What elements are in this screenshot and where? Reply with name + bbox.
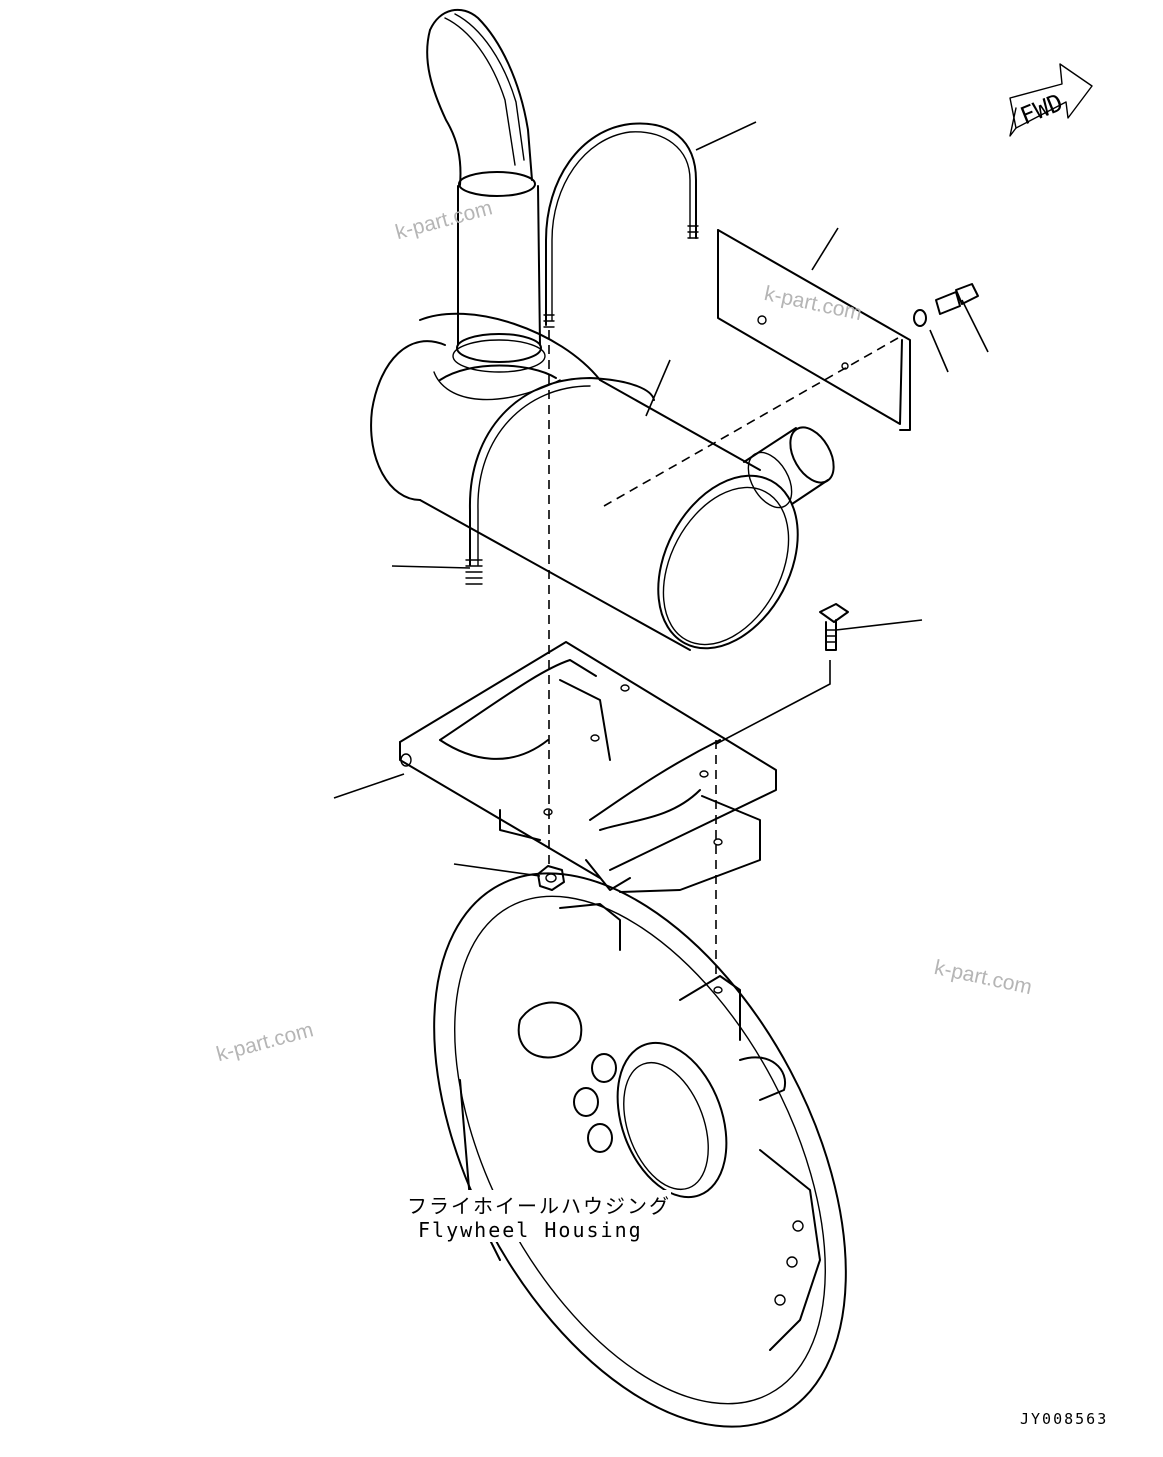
muffler-body xyxy=(370,312,835,651)
leader-lines xyxy=(333,121,989,877)
muffler-mounting-bracket xyxy=(399,641,777,893)
housing-label-japanese: フライホイールハウジング xyxy=(407,1190,671,1219)
drawing-code: JY008563 xyxy=(1020,1410,1109,1428)
flywheel-housing xyxy=(433,872,847,1428)
housing-label-english: Flywheel Housing xyxy=(418,1218,643,1242)
assembly-line-bolt-elbow xyxy=(715,660,831,745)
exhaust-stack-pipe xyxy=(426,9,546,373)
u-bolt-upper xyxy=(543,122,699,328)
mounting-bolt xyxy=(819,603,849,651)
bolt-and-washer xyxy=(913,283,979,327)
forward-direction-arrow: FWD xyxy=(1009,63,1093,137)
assembly-line-bolt xyxy=(603,337,899,507)
u-bolt-band xyxy=(465,377,655,585)
flange-nut xyxy=(537,865,565,891)
heat-shield-plate xyxy=(717,229,911,431)
